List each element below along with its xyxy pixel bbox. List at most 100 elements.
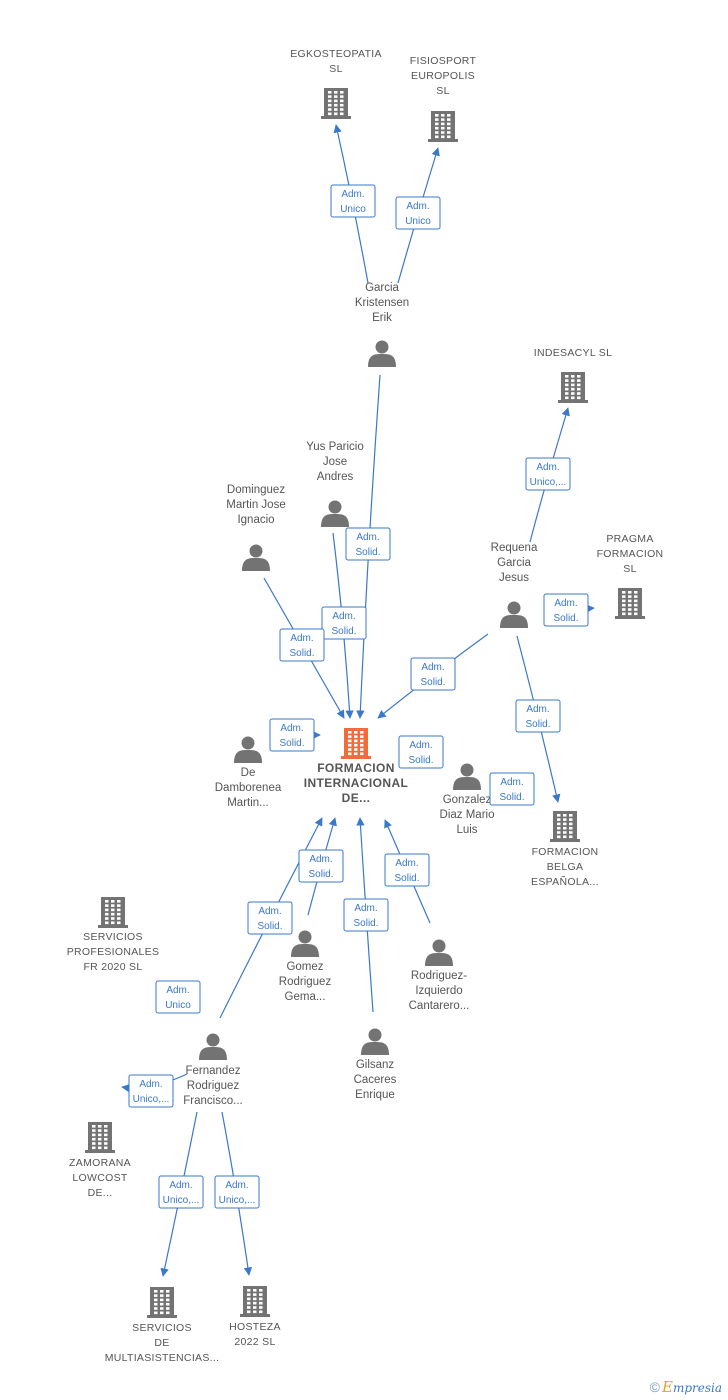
edge-role-label[interactable]: Adm.Solid. bbox=[543, 593, 589, 627]
edge-label-text: Adm. bbox=[332, 611, 355, 622]
node-label: DE... bbox=[88, 1187, 113, 1199]
edge-label-text: Solid. bbox=[279, 738, 304, 749]
node-label: FORMACION bbox=[597, 548, 664, 560]
edge-label-text: Adm. bbox=[290, 633, 313, 644]
person-icon bbox=[291, 930, 319, 957]
node-damborenea[interactable]: DeDamboreneaMartin... bbox=[215, 736, 282, 810]
node-label: Gonzalez bbox=[443, 794, 492, 806]
node-label: Requena bbox=[491, 542, 538, 554]
person-icon bbox=[368, 340, 396, 367]
edge-role-label[interactable]: Adm.Solid. bbox=[489, 772, 535, 806]
edge-role-label[interactable]: Adm.Solid. bbox=[247, 901, 293, 935]
node-label: Cantarero... bbox=[409, 1000, 470, 1012]
edge-label-text: Adm. bbox=[526, 704, 549, 715]
edge-label-box bbox=[410, 657, 456, 691]
edge-label-text: Solid. bbox=[553, 613, 578, 624]
node-indesacyl[interactable]: INDESACYL SL bbox=[534, 347, 613, 403]
node-label: INTERNACIONAL bbox=[304, 776, 409, 790]
building-icon bbox=[615, 588, 645, 619]
node-label: Garcia bbox=[497, 557, 531, 569]
edge-label-text: Adm. bbox=[139, 1079, 162, 1090]
edge-role-label[interactable]: Adm.Solid. bbox=[410, 657, 456, 691]
node-label: MULTIASISTENCIAS... bbox=[105, 1352, 220, 1364]
building-icon bbox=[240, 1286, 270, 1317]
node-belga[interactable]: FORMACIONBELGAESPAÑOLA... bbox=[531, 811, 599, 888]
edge-label-text: Solid. bbox=[353, 918, 378, 929]
edge-label-text: Adm. bbox=[166, 985, 189, 996]
node-label: Diaz Mario bbox=[440, 809, 495, 821]
person-icon bbox=[234, 736, 262, 763]
node-fernandez[interactable]: FernandezRodriguezFrancisco... bbox=[183, 1033, 243, 1108]
edge-label-box bbox=[155, 980, 201, 1014]
node-label: Rodriguez- bbox=[411, 970, 467, 982]
node-label: Yus Paricio bbox=[306, 441, 364, 453]
edge-label-box bbox=[345, 527, 391, 561]
node-label: Dominguez bbox=[227, 484, 285, 496]
edge-label-box bbox=[543, 593, 589, 627]
edge-label-text: Unico,... bbox=[163, 1195, 200, 1206]
node-servmulti[interactable]: SERVICIOS DE MULTIASISTENCIAS... bbox=[105, 1287, 220, 1364]
edge-role-label[interactable]: Adm.Solid. bbox=[298, 849, 344, 883]
edge-label-text: Adm. bbox=[409, 740, 432, 751]
edge-role-label[interactable]: Adm.Unico bbox=[155, 980, 201, 1014]
node-label: SERVICIOS bbox=[83, 931, 143, 943]
node-label: Andres bbox=[317, 471, 354, 483]
node-label: Martin... bbox=[227, 797, 269, 809]
node-label: EUROPOLIS bbox=[411, 70, 475, 82]
node-focus[interactable]: FORMACIONINTERNACIONALDE... bbox=[304, 728, 409, 805]
edge-role-label[interactable]: Adm.Unico,... bbox=[525, 457, 571, 491]
node-label: Garcia bbox=[365, 282, 399, 294]
node-label: Gomez bbox=[286, 961, 323, 973]
edge-role-label[interactable]: Adm.Unico bbox=[330, 184, 376, 218]
node-label: Martin Jose bbox=[226, 499, 285, 511]
edge-role-label[interactable]: Adm.Solid. bbox=[398, 735, 444, 769]
edge-role-label[interactable]: Adm. Unico,... bbox=[128, 1074, 174, 1108]
node-label: DE bbox=[154, 1337, 169, 1349]
edge-role-label[interactable]: Adm.Unico,... bbox=[214, 1175, 260, 1209]
edge-role-label[interactable]: Adm.Unico,... bbox=[158, 1175, 204, 1209]
edge-label-box bbox=[247, 901, 293, 935]
person-icon bbox=[361, 1028, 389, 1055]
node-label: Izquierdo bbox=[415, 985, 462, 997]
edge-role-label[interactable]: Adm.Solid. bbox=[384, 853, 430, 887]
edge-label-box bbox=[525, 457, 571, 491]
building-icon bbox=[147, 1287, 177, 1318]
node-zamorana[interactable]: ZAMORANALOWCOSTDE... bbox=[69, 1122, 131, 1199]
node-label: 2022 SL bbox=[234, 1336, 275, 1348]
edge-role-label[interactable]: Adm.Solid. bbox=[345, 527, 391, 561]
node-gomez[interactable]: GomezRodriguezGema... bbox=[279, 930, 332, 1004]
building-icon bbox=[558, 372, 588, 403]
brand-footer[interactable]: ©Empresia bbox=[650, 1378, 722, 1396]
edge-label-text: Unico bbox=[405, 216, 431, 227]
edge-label-text: Adm. bbox=[395, 858, 418, 869]
edge-role-label[interactable]: Adm.Solid. bbox=[343, 898, 389, 932]
node-label: SERVICIOS bbox=[132, 1322, 192, 1334]
edge-role-label[interactable]: Adm.Solid. bbox=[321, 606, 367, 640]
person-icon bbox=[321, 500, 349, 527]
edge-label-box bbox=[321, 606, 367, 640]
edge-role-label[interactable]: Adm.Solid. bbox=[279, 628, 325, 662]
node-label: Enrique bbox=[355, 1089, 395, 1101]
edge-label-text: Unico,... bbox=[133, 1094, 170, 1105]
edge-role-label[interactable]: Adm.Solid. bbox=[515, 699, 561, 733]
node-label: Ignacio bbox=[237, 514, 274, 526]
edge-label-text: Adm. bbox=[500, 777, 523, 788]
node-rodriguez[interactable]: Rodriguez- IzquierdoCantarero... bbox=[409, 939, 470, 1013]
edge-label-box bbox=[158, 1175, 204, 1209]
edge-role-label[interactable]: Adm.Unico bbox=[395, 196, 441, 230]
edge-label-text: Adm. bbox=[258, 906, 281, 917]
edge-label-box bbox=[214, 1175, 260, 1209]
edge-role-label[interactable]: Adm.Solid. bbox=[269, 718, 315, 752]
building-icon bbox=[428, 111, 458, 142]
